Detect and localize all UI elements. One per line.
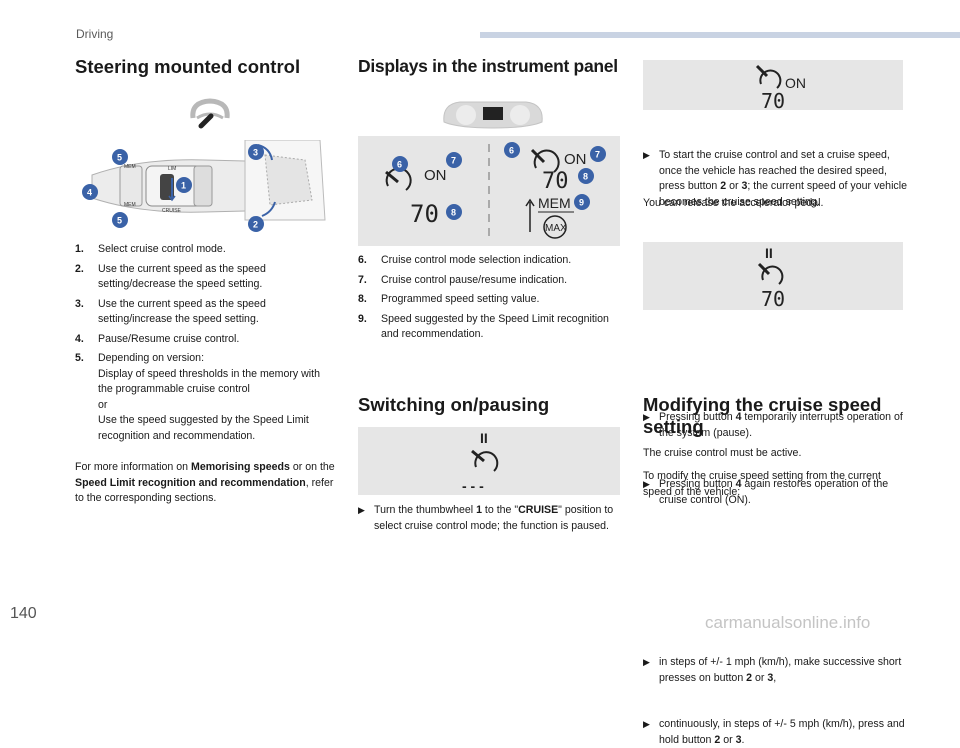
mem-text: MEM	[538, 195, 571, 211]
cruise-stalk-diagram: LIM CRUISE MEM MEM 5 4 5 1 3 2	[82, 140, 326, 232]
list-item: 4.Pause/Resume cruise control.	[75, 332, 240, 345]
svg-text:2: 2	[253, 220, 258, 230]
on-text: ON	[785, 75, 806, 91]
modify-title: Modifying the cruise speed setting	[643, 394, 882, 437]
badge-6-left: 6	[392, 156, 408, 172]
cruise-label: CRUISE	[162, 208, 182, 214]
pause-panel: II 70	[643, 242, 903, 311]
steering-items-list: 1.Select cruise control mode. 2.Use the …	[75, 242, 333, 444]
svg-text:5: 5	[117, 153, 122, 163]
svg-text:1: 1	[181, 181, 186, 191]
mem-label-bottom: MEM	[124, 202, 136, 208]
list-item: 8.Programmed speed setting value.	[358, 293, 540, 305]
display-panel: ON 70 6 7 8 ON 70 MEM MAX 6 7 8 9	[358, 136, 620, 246]
list-item: 6.Cruise control mode selection indicati…	[358, 254, 572, 266]
speed-value: 70	[761, 89, 785, 110]
speed-left: 70	[410, 200, 439, 228]
badge-3: 3	[248, 144, 264, 160]
steering-title: Steering mounted control	[75, 56, 301, 77]
badge-7-right: 7	[590, 146, 606, 162]
start-bullet: ▶To start the cruise control and set a c…	[643, 149, 907, 208]
switching-title: Switching on/pausing	[358, 394, 550, 415]
badge-5-bottom: 5	[112, 212, 128, 228]
speedo-icon	[471, 449, 499, 472]
release-text: You can release the accelerator pedal.	[643, 197, 824, 209]
svg-text:8: 8	[451, 208, 456, 218]
on-text-right: ON	[564, 151, 587, 168]
instrument-panel-icon	[443, 101, 543, 129]
svg-text:5: 5	[117, 216, 122, 226]
svg-text:8: 8	[583, 172, 588, 182]
svg-text:3: 3	[253, 148, 258, 158]
speedo-icon	[757, 262, 784, 285]
modify-bullet-2: ▶continuously, in steps of +/- 5 mph (km…	[643, 718, 905, 746]
speedo-icon	[755, 64, 782, 89]
speed-right: 70	[542, 169, 569, 194]
pause-symbol: II	[765, 245, 773, 261]
display-items-list: 6.Cruise control mode selection indicati…	[358, 253, 620, 343]
svg-text:7: 7	[451, 156, 456, 166]
info-paragraph: For more information on Memorising speed…	[75, 461, 335, 504]
svg-text:6: 6	[509, 146, 514, 156]
badge-1: 1	[176, 177, 192, 193]
pause-symbol: II	[480, 430, 488, 446]
svg-text:6: 6	[397, 160, 402, 170]
list-item: 5.Depending on version: Display of speed…	[75, 352, 320, 442]
badge-2: 2	[248, 216, 264, 232]
badge-7-left: 7	[446, 152, 462, 168]
list-item: 2.Use the current speed as the speed set…	[75, 262, 266, 291]
page-number: 140	[10, 605, 37, 622]
link-speed-limit: Speed Limit recognition and recommendati…	[75, 476, 306, 489]
badge-4: 4	[82, 184, 98, 200]
list-item: 7.Cruise control pause/resume indication…	[358, 273, 568, 286]
speed-value: 70	[761, 287, 785, 310]
badge-8-left: 8	[446, 204, 462, 220]
switching-panel: II - - -	[358, 427, 620, 495]
lim-label: LIM	[168, 166, 176, 172]
list-item: 3.Use the current speed as the speed set…	[75, 297, 266, 326]
max-text: MAX	[545, 223, 567, 234]
header-bar	[480, 32, 960, 38]
section-tag: Driving	[76, 27, 114, 41]
svg-text:7: 7	[595, 150, 600, 160]
modify-bullet-1: ▶in steps of +/- 1 mph (km/h), make succ…	[643, 656, 902, 684]
speedo-icon-right	[530, 148, 560, 173]
mem-label-top: MEM	[124, 164, 136, 170]
displays-title: Displays in the instrument panel	[358, 56, 618, 76]
badge-9: 9	[574, 194, 590, 210]
svg-text:4: 4	[87, 188, 92, 198]
list-item: 1.Select cruise control mode.	[75, 243, 226, 255]
list-item: 9.Speed suggested by the Speed Limit rec…	[358, 312, 609, 341]
badge-8-right: 8	[578, 168, 594, 184]
link-memorising-speeds: Memorising speeds	[191, 461, 290, 473]
steering-wheel-icon	[190, 98, 230, 129]
badge-6-right: 6	[504, 142, 520, 158]
dashes: - - -	[462, 478, 484, 494]
on-text-left: ON	[424, 167, 447, 184]
pause-bullet: ▶Pressing button 4 temporarily interrupt…	[643, 411, 903, 439]
restore-bullet: ▶Pressing button 4 again restores operat…	[643, 478, 889, 506]
switching-bullet: ▶Turn the thumbwheel 1 to the "CRUISE" p…	[358, 504, 614, 532]
cruise-on-panel: ON 70	[643, 60, 903, 113]
active-text: The cruise control must be active.	[643, 447, 802, 459]
watermark: carmanualsonline.info	[705, 613, 871, 632]
modify-intro: To modify the cruise speed setting from …	[643, 470, 881, 498]
svg-text:9: 9	[579, 198, 584, 208]
badge-5-top: 5	[112, 149, 128, 165]
